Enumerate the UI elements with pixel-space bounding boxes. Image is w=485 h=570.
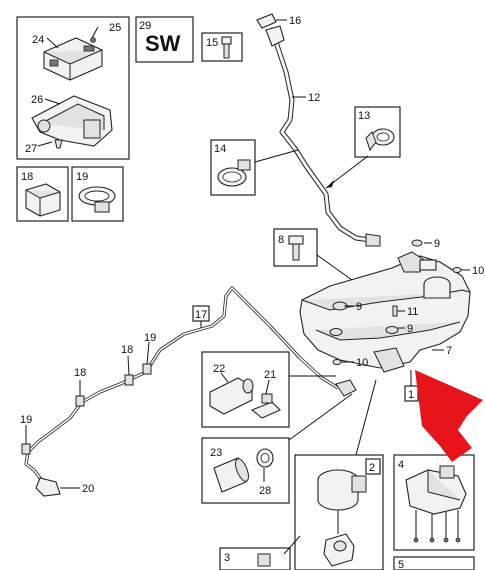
inset-box-18 <box>16 166 69 222</box>
part-16-connector <box>256 13 287 29</box>
callout-10-right: 10 <box>472 265 484 277</box>
callout-9-top: 9 <box>434 238 440 250</box>
callout-21: 21 <box>264 369 276 381</box>
leader-2 <box>355 379 377 456</box>
callout-19-mid: 19 <box>144 332 156 344</box>
callout-5: 5 <box>398 559 404 570</box>
leader-23-28 <box>288 393 353 441</box>
part-10-nut-low <box>332 359 354 365</box>
callout-20: 20 <box>82 483 94 495</box>
inset-box-13 <box>354 106 401 158</box>
callout-3: 3 <box>224 552 230 564</box>
part-17-wiring-harness <box>21 286 357 497</box>
callout-4: 4 <box>398 459 404 471</box>
inset-box-8 <box>273 228 318 267</box>
part-9-nut-top <box>411 239 432 247</box>
leader-19-mid <box>146 341 150 365</box>
inset-box-15 <box>201 32 243 62</box>
part-7-washer-reservoir <box>299 251 471 373</box>
part-11-bolt <box>392 305 405 317</box>
callout-22: 22 <box>213 363 225 375</box>
callout-24: 24 <box>32 34 44 46</box>
callout-9-low: 9 <box>407 323 413 335</box>
callout-8: 8 <box>278 234 284 246</box>
part-24-control-module <box>43 37 103 81</box>
callout-16: 16 <box>289 15 301 27</box>
callout-9-mid: 9 <box>356 301 362 313</box>
callout-15: 15 <box>206 37 218 49</box>
leader-8 <box>316 254 353 281</box>
callout-28: 28 <box>259 485 271 497</box>
callout-26: 26 <box>31 94 43 106</box>
inset-box-21-22 <box>201 351 290 428</box>
callout-19-box: 19 <box>76 171 88 183</box>
callout-18-box: 18 <box>21 171 33 183</box>
inset-box-23-28 <box>201 437 290 504</box>
callout-18-left: 18 <box>74 367 86 379</box>
callout-13: 13 <box>358 110 370 122</box>
callout-7: 7 <box>446 345 452 357</box>
inset-box-software <box>135 16 194 63</box>
callout-25: 25 <box>109 22 121 34</box>
callout-10-low: 10 <box>356 357 368 369</box>
inset-box-2 <box>294 454 384 570</box>
software-label: SW <box>145 31 181 56</box>
callout-11: 11 <box>407 306 418 318</box>
leader-18-mid <box>127 355 130 376</box>
callout-17: 17 <box>195 309 207 321</box>
callout-23: 23 <box>210 447 222 459</box>
callout-12: 12 <box>308 92 320 104</box>
red-pointer-arrow-icon <box>415 370 483 462</box>
part-12-hose <box>265 25 381 247</box>
leader-14 <box>254 149 299 163</box>
inset-box-4 <box>393 454 475 551</box>
callout-18-mid: 18 <box>121 344 133 356</box>
part-10-nut-right <box>452 267 462 273</box>
inset-box-3 <box>219 535 301 570</box>
callout-19-left: 19 <box>20 414 32 426</box>
part-26-bracket <box>31 95 113 147</box>
callout-1: 1 <box>408 389 414 401</box>
arrowhead-13 <box>326 180 334 188</box>
inset-box-5 <box>393 556 475 570</box>
inset-box-control-module <box>16 16 130 160</box>
inset-box-14 <box>210 139 256 196</box>
inset-box-19 <box>71 166 124 222</box>
callout-27: 27 <box>25 143 37 155</box>
callout-2: 2 <box>369 462 375 474</box>
label-box-2 <box>365 458 381 475</box>
callout-14: 14 <box>214 143 226 155</box>
callout-29: 29 <box>139 20 151 32</box>
